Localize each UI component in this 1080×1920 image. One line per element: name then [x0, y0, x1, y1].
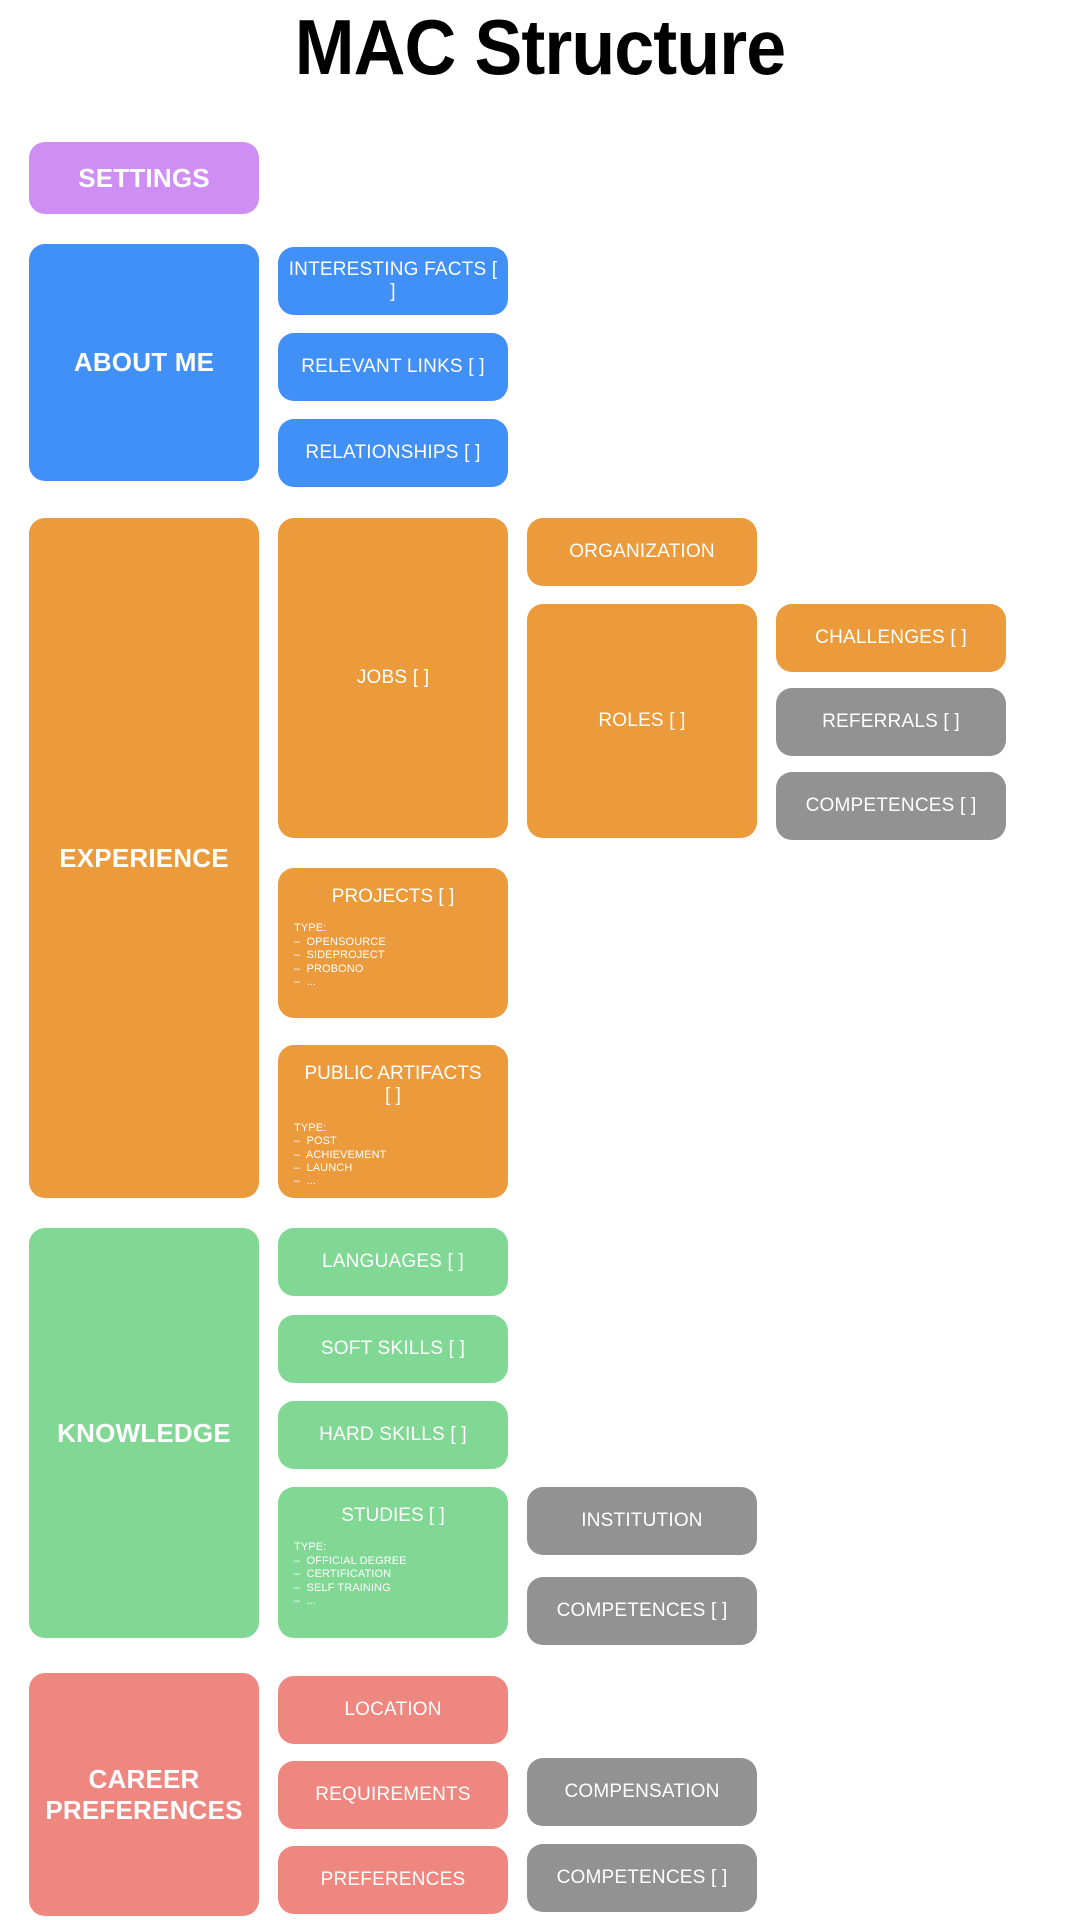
- relevant-links-block[interactable]: RELEVANT LINKS [ ]: [278, 333, 508, 401]
- compensation-label: COMPENSATION: [564, 1780, 720, 1802]
- projects-block[interactable]: PROJECTS [ ] TYPE: – OPENSOURCE – SIDEPR…: [278, 868, 508, 1018]
- soft-skills-label: SOFT SKILLS [ ]: [320, 1337, 466, 1359]
- career-competences-label: COMPETENCES [ ]: [556, 1866, 728, 1888]
- projects-type-item: – ...: [294, 976, 316, 989]
- experience-competences-label: COMPETENCES [ ]: [805, 794, 977, 816]
- public-artifacts-type-list: TYPE: – POST – ACHIEVEMENT – LAUNCH – ..…: [294, 1122, 492, 1189]
- challenges-block[interactable]: CHALLENGES [ ]: [776, 604, 1006, 672]
- studies-type-item: – SELF TRAINING: [294, 1581, 391, 1594]
- interesting-facts-block[interactable]: INTERESTING FACTS [ ]: [278, 247, 508, 315]
- knowledge-label: KNOWLEDGE: [57, 1417, 231, 1448]
- compensation-block[interactable]: COMPENSATION: [527, 1758, 757, 1826]
- hard-skills-label: HARD SKILLS [ ]: [319, 1423, 467, 1445]
- requirements-block[interactable]: REQUIREMENTS: [278, 1761, 508, 1829]
- projects-type-item: – PROBONO: [294, 962, 364, 975]
- career-preferences-block[interactable]: CAREER PREFERENCES: [29, 1673, 259, 1916]
- referrals-block[interactable]: REFERRALS [ ]: [776, 688, 1006, 756]
- interesting-facts-label: INTERESTING FACTS [ ]: [288, 258, 498, 302]
- projects-label: PROJECTS [ ]: [331, 886, 455, 907]
- relevant-links-label: RELEVANT LINKS [ ]: [301, 355, 485, 377]
- public-artifacts-type-item: – ...: [294, 1175, 316, 1188]
- public-artifacts-type-item: – LAUNCH: [294, 1162, 353, 1175]
- relationships-block[interactable]: RELATIONSHIPS [ ]: [278, 419, 508, 487]
- jobs-label: JOBS [ ]: [356, 666, 430, 688]
- institution-label: INSTITUTION: [581, 1509, 703, 1531]
- challenges-label: CHALLENGES [ ]: [815, 626, 967, 648]
- public-artifacts-type-item: – ACHIEVEMENT: [294, 1148, 387, 1161]
- public-artifacts-block[interactable]: PUBLIC ARTIFACTS [ ] TYPE: – POST – ACHI…: [278, 1045, 508, 1198]
- studies-type-item: – CERTIFICATION: [294, 1568, 392, 1581]
- experience-label: EXPERIENCE: [59, 842, 229, 873]
- studies-label: STUDIES [ ]: [341, 1505, 445, 1526]
- studies-type-header: TYPE:: [294, 1541, 327, 1554]
- studies-type-list: TYPE: – OFFICIAL DEGREE – CERTIFICATION …: [294, 1541, 492, 1608]
- studies-block[interactable]: STUDIES [ ] TYPE: – OFFICIAL DEGREE – CE…: [278, 1487, 508, 1638]
- experience-competences-block[interactable]: COMPETENCES [ ]: [776, 772, 1006, 840]
- hard-skills-block[interactable]: HARD SKILLS [ ]: [278, 1401, 508, 1469]
- career-preferences-label: CAREER PREFERENCES: [45, 1763, 243, 1825]
- languages-block[interactable]: LANGUAGES [ ]: [278, 1228, 508, 1296]
- organization-block[interactable]: ORGANIZATION: [527, 518, 757, 586]
- projects-type-list: TYPE: – OPENSOURCE – SIDEPROJECT – PROBO…: [294, 922, 492, 989]
- requirements-label: REQUIREMENTS: [315, 1783, 471, 1805]
- public-artifacts-type-item: – POST: [294, 1135, 337, 1148]
- page-title: MAC Structure: [294, 3, 786, 91]
- about-me-block[interactable]: ABOUT ME: [29, 244, 259, 481]
- roles-block[interactable]: ROLES [ ]: [527, 604, 757, 838]
- location-block[interactable]: LOCATION: [278, 1676, 508, 1744]
- soft-skills-block[interactable]: SOFT SKILLS [ ]: [278, 1315, 508, 1383]
- preferences-label: PREFERENCES: [320, 1868, 466, 1890]
- about-me-label: ABOUT ME: [73, 347, 215, 378]
- institution-block[interactable]: INSTITUTION: [527, 1487, 757, 1555]
- projects-type-header: TYPE:: [294, 922, 327, 935]
- projects-type-item: – OPENSOURCE: [294, 935, 386, 948]
- experience-block[interactable]: EXPERIENCE: [29, 518, 259, 1198]
- career-competences-block[interactable]: COMPETENCES [ ]: [527, 1844, 757, 1912]
- location-label: LOCATION: [344, 1698, 442, 1720]
- jobs-block[interactable]: JOBS [ ]: [278, 518, 508, 838]
- public-artifacts-type-header: TYPE:: [294, 1121, 327, 1134]
- referrals-label: REFERRALS [ ]: [822, 710, 960, 732]
- projects-type-item: – SIDEPROJECT: [294, 949, 385, 962]
- roles-label: ROLES [ ]: [598, 709, 686, 731]
- studies-type-item: – ...: [294, 1595, 316, 1608]
- knowledge-block[interactable]: KNOWLEDGE: [29, 1228, 259, 1638]
- organization-label: ORGANIZATION: [569, 540, 715, 562]
- settings-block[interactable]: SETTINGS: [29, 142, 259, 214]
- knowledge-competences-label: COMPETENCES [ ]: [556, 1599, 728, 1621]
- studies-type-item: – OFFICIAL DEGREE: [294, 1554, 407, 1567]
- relationships-label: RELATIONSHIPS [ ]: [305, 441, 481, 463]
- knowledge-competences-block[interactable]: COMPETENCES [ ]: [527, 1577, 757, 1645]
- public-artifacts-label: PUBLIC ARTIFACTS [ ]: [304, 1063, 482, 1107]
- preferences-block[interactable]: PREFERENCES: [278, 1846, 508, 1914]
- languages-label: LANGUAGES [ ]: [322, 1250, 464, 1272]
- settings-label: SETTINGS: [78, 162, 210, 193]
